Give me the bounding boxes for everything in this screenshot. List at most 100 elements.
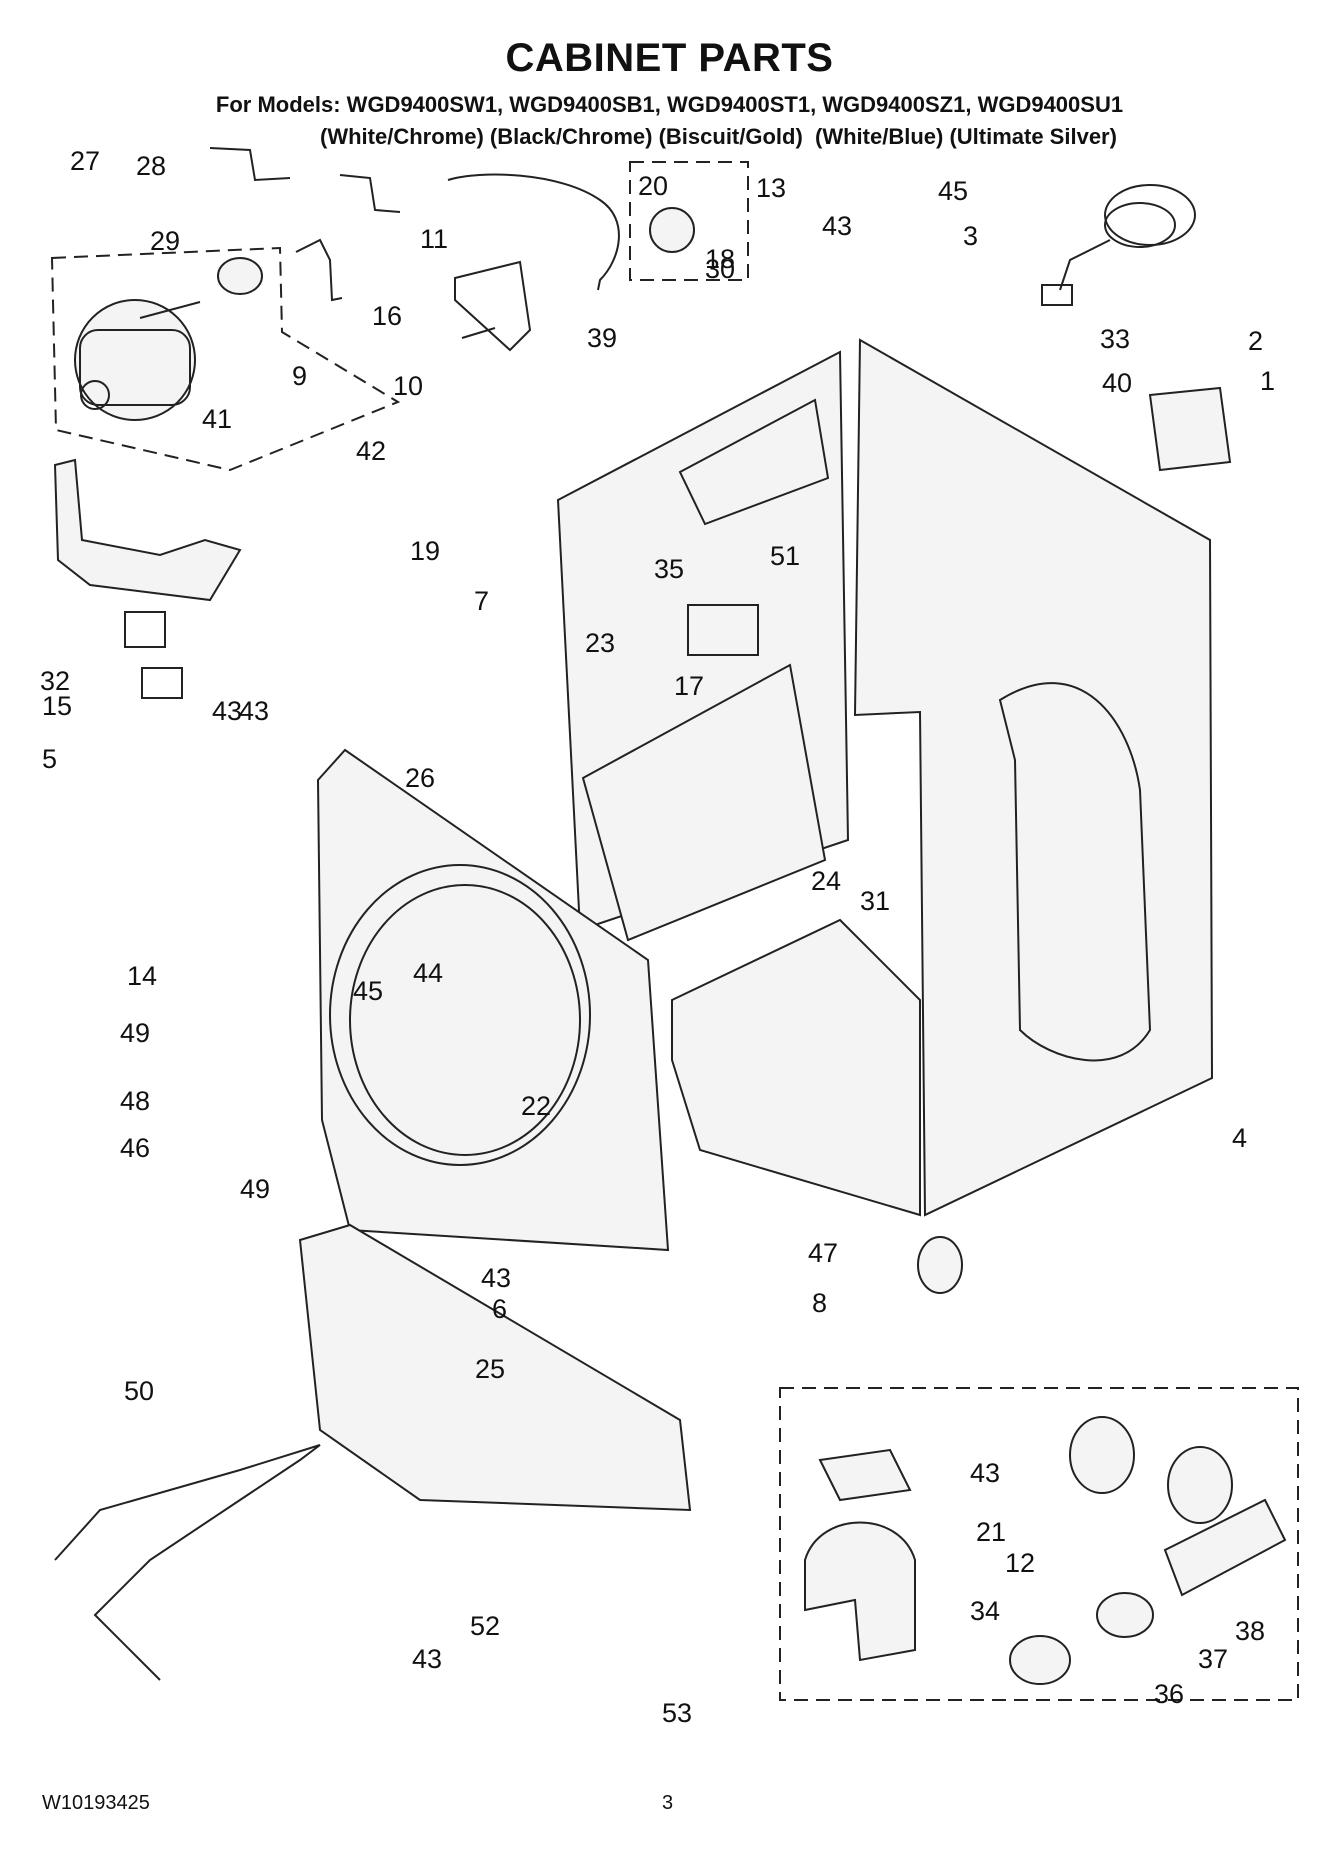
callout-51: 51	[770, 541, 800, 571]
callout-23: 23	[585, 628, 615, 658]
motor-assembly-group-outline	[50, 246, 401, 472]
callout-52: 52	[470, 1611, 500, 1641]
callout-37: 37	[1198, 1644, 1228, 1674]
callout-6: 6	[492, 1294, 507, 1324]
callout-43: 43	[412, 1644, 442, 1674]
callout-28: 28	[136, 151, 166, 181]
callout-34: 34	[970, 1596, 1000, 1626]
vent-elbow	[804, 1521, 916, 1662]
models-line: For Models: WGD9400SW1, WGD9400SB1, WGD9…	[215, 92, 1124, 117]
page-number: 3	[662, 1792, 674, 1814]
callout-47: 47	[808, 1238, 838, 1268]
callout-40: 40	[1102, 368, 1132, 398]
idler-bracket	[454, 260, 532, 352]
belt-switch	[141, 667, 183, 699]
vent-kit-outline	[779, 1387, 1299, 1701]
power-cord	[1041, 184, 1196, 306]
drive-belt	[447, 173, 620, 291]
motor-clamp	[295, 238, 343, 302]
callout-22: 22	[521, 1091, 551, 1121]
callout-41: 41	[202, 404, 232, 434]
callout-38: 38	[1235, 1616, 1265, 1646]
callout-48: 48	[120, 1086, 150, 1116]
callout-12: 12	[1005, 1548, 1035, 1578]
callout-27: 27	[70, 146, 100, 176]
callout-29: 29	[150, 226, 180, 256]
colors-line: (White/Chrome) (Black/Chrome) (Biscuit/G…	[320, 124, 1117, 149]
callout-53: 53	[662, 1698, 692, 1728]
callout-49: 49	[240, 1174, 270, 1204]
callout-39: 39	[587, 323, 617, 353]
door-opening	[329, 864, 591, 1166]
idler-group-outline	[629, 161, 749, 281]
callout-43: 43	[481, 1263, 511, 1293]
callout-2: 2	[1248, 326, 1263, 356]
callout-46: 46	[120, 1133, 150, 1163]
callout-9: 9	[292, 361, 307, 391]
vent-clamp	[1009, 1635, 1071, 1685]
callout-25: 25	[475, 1354, 505, 1384]
callout-30: 30	[705, 254, 735, 284]
lint-screen	[581, 663, 827, 942]
callout-31: 31	[860, 886, 890, 916]
leveling-leg	[917, 1236, 963, 1294]
idler-pulley	[649, 207, 695, 253]
callout-20: 20	[638, 171, 668, 201]
callout-44: 44	[413, 958, 443, 988]
callout-42: 42	[356, 436, 386, 466]
heater-box-cover	[678, 398, 830, 526]
exhaust-hood-a	[1069, 1416, 1135, 1494]
page-title: CABINET PARTS	[505, 36, 834, 80]
callout-7: 7	[474, 586, 489, 616]
motor-mount	[53, 458, 242, 602]
wire-harness-main	[54, 1444, 321, 1681]
callout-43: 43	[822, 211, 852, 241]
wire-harness-motor	[209, 147, 291, 182]
callout-17: 17	[674, 671, 704, 701]
callout-8: 8	[812, 1288, 827, 1318]
callout-1: 1	[1260, 366, 1275, 396]
vent-pipe-short	[1096, 1592, 1154, 1638]
toe-panel	[298, 1223, 692, 1512]
callout-21: 21	[976, 1517, 1006, 1547]
callout-45: 45	[938, 176, 968, 206]
callout-15: 15	[42, 691, 72, 721]
callout-4: 4	[1232, 1123, 1247, 1153]
thermal-fuse	[124, 611, 166, 648]
callout-10: 10	[393, 371, 423, 401]
callout-14: 14	[127, 961, 157, 991]
callout-16: 16	[372, 301, 402, 331]
front-panel	[316, 748, 670, 1252]
cabinet-base	[671, 918, 921, 1217]
callout-5: 5	[42, 744, 57, 774]
callout-26: 26	[405, 763, 435, 793]
callout-49: 49	[120, 1018, 150, 1048]
callout-45: 45	[353, 976, 383, 1006]
callout-33: 33	[1100, 324, 1130, 354]
callout-13: 13	[756, 173, 786, 203]
rating-label	[687, 604, 759, 656]
wire-harness-thermal	[339, 174, 401, 213]
exhaust-hood-b	[1167, 1446, 1233, 1524]
vent-pipe-long	[1163, 1498, 1287, 1597]
idler-spring	[461, 327, 496, 339]
callout-24: 24	[811, 866, 841, 896]
callout-43: 43	[239, 696, 269, 726]
callout-19: 19	[410, 536, 440, 566]
side-window	[998, 682, 1152, 1062]
callout-43: 43	[970, 1458, 1000, 1488]
callout-32: 32	[40, 666, 70, 696]
vent-plate	[818, 1448, 912, 1502]
callout-11: 11	[420, 224, 448, 254]
control-board	[1148, 386, 1232, 472]
callout-35: 35	[654, 554, 684, 584]
callout-43: 43	[212, 696, 242, 726]
callout-36: 36	[1154, 1679, 1184, 1709]
door-seal	[349, 884, 581, 1156]
drive-motor	[74, 299, 201, 421]
motor-pulley	[217, 257, 263, 295]
callout-50: 50	[124, 1376, 154, 1406]
cabinet-side-panel	[853, 338, 1214, 1217]
